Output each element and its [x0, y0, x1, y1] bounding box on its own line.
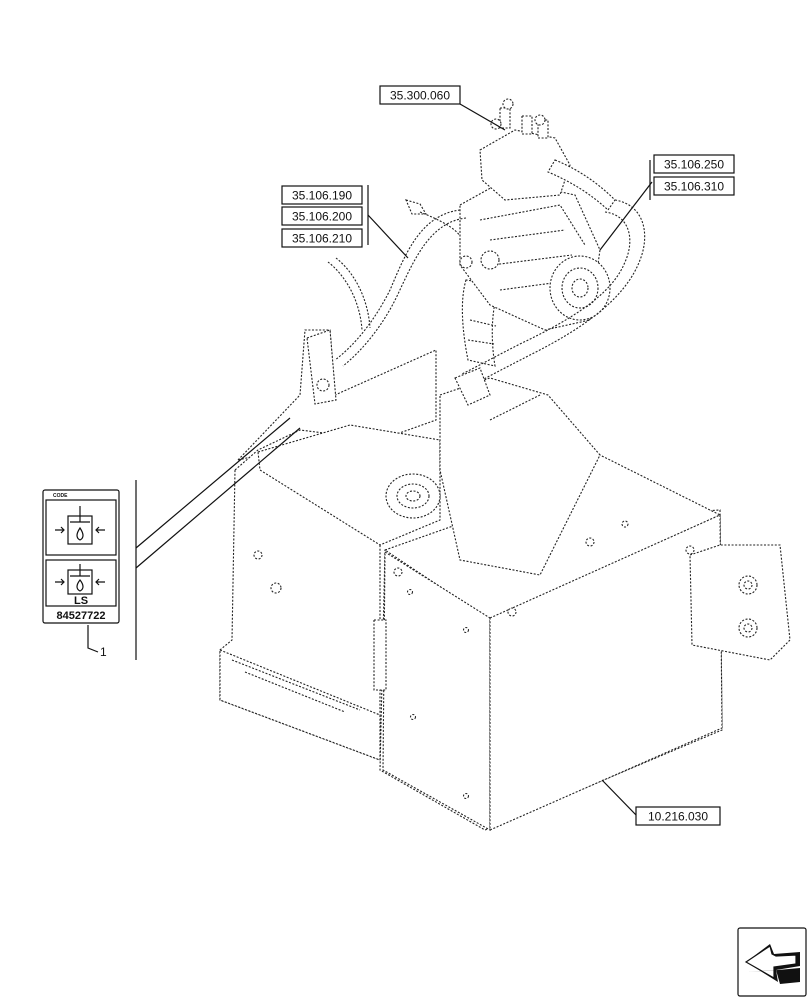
callout-hose-c-label: 35.106.210	[292, 232, 352, 246]
callout-pump[interactable]: 35.300.060	[379, 85, 461, 105]
callout-line-b[interactable]: 35.106.310	[653, 176, 735, 196]
hydraulic-pump	[405, 98, 616, 367]
leader-lines	[87, 103, 653, 816]
callout-line-a[interactable]: 35.106.250	[653, 154, 735, 174]
callout-tank-label: 10.216.030	[648, 810, 708, 824]
callout-pump-label: 35.300.060	[390, 89, 450, 103]
next-page-arrow-icon[interactable]	[737, 927, 807, 997]
pressure-hose	[454, 199, 646, 406]
decal-part-number: 84527722	[57, 610, 106, 622]
item-number-label: 1	[100, 645, 107, 659]
callout-line-b-label: 35.106.310	[664, 180, 724, 194]
return-hose	[327, 257, 371, 331]
callout-tank[interactable]: 10.216.030	[635, 806, 721, 826]
decal-ls-text: LS	[74, 595, 88, 607]
drain-hose	[334, 209, 467, 367]
decal-header: CODE	[53, 493, 68, 499]
callout-hose-b[interactable]: 35.106.200	[281, 206, 363, 226]
decal-84527722[interactable]: CODE LS 84527722	[42, 489, 120, 624]
callout-hose-c[interactable]: 35.106.210	[281, 228, 363, 248]
callout-hose-a[interactable]: 35.106.190	[281, 185, 363, 205]
hydraulic-tank	[219, 329, 791, 831]
callout-line-a-label: 35.106.250	[664, 158, 724, 172]
callout-hose-b-label: 35.106.200	[292, 210, 352, 224]
callout-hose-a-label: 35.106.190	[292, 189, 352, 203]
